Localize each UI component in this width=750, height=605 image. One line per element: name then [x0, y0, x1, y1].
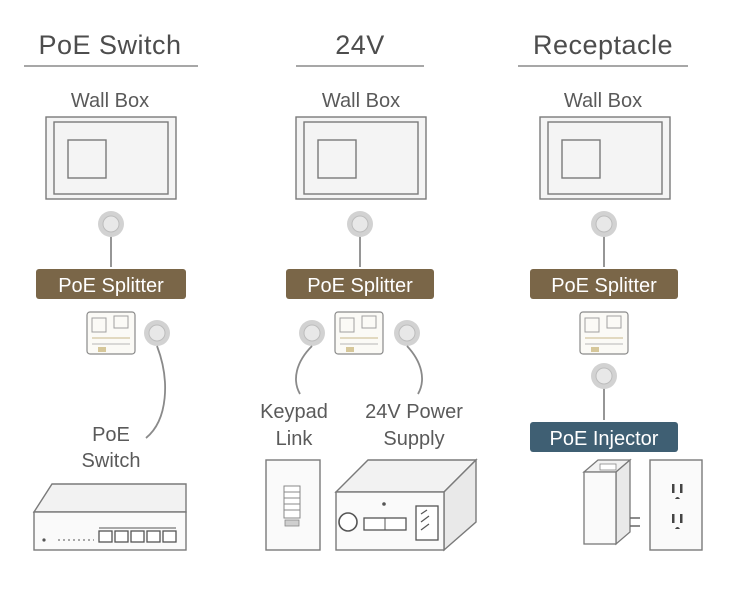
wall-box-icon: [295, 116, 427, 200]
splitter-label: PoE Splitter: [307, 275, 413, 297]
connector-icon: [347, 211, 373, 237]
splitter-label: PoE Splitter: [58, 275, 164, 297]
injector-label: PoE Injector: [550, 428, 659, 450]
power-supply-label-line1: 24V Power: [365, 401, 463, 423]
column-receptacle: Receptacle Wall Box PoE Splitter: [518, 30, 703, 551]
splitter-device-icon: [579, 311, 629, 355]
wall-box-label: Wall Box: [564, 90, 642, 112]
wall-box-label: Wall Box: [71, 90, 149, 112]
cable: [145, 345, 166, 439]
connector-icon: [98, 211, 124, 237]
splitter-label: PoE Splitter: [551, 275, 657, 297]
power-supply-icon: [334, 458, 478, 552]
injector-badge: PoE Injector: [530, 422, 678, 452]
splitter-badge: PoE Splitter: [530, 269, 678, 299]
connector-icon: [144, 320, 170, 346]
wall-box-icon: [45, 116, 177, 200]
injector-device-icon: [582, 458, 640, 546]
connector-icon: [394, 320, 420, 346]
splitter-device-icon: [334, 311, 384, 355]
column-title: Receptacle: [533, 30, 673, 60]
splitter-badge: PoE Splitter: [36, 269, 186, 299]
outlet-icon: [649, 459, 703, 551]
connector-icon: [591, 363, 617, 389]
wall-box-icon: [539, 116, 671, 200]
splitter-badge: PoE Splitter: [286, 269, 434, 299]
connector-icon: [591, 211, 617, 237]
power-source-label-line2: Switch: [82, 450, 141, 472]
cable: [406, 345, 423, 395]
wall-box-label: Wall Box: [322, 90, 400, 112]
network-switch-icon: [32, 483, 187, 551]
power-source-label-line1: PoE: [92, 424, 130, 446]
connector-icon: [299, 320, 325, 346]
column-24v: 24V Wall Box PoE Splitter: [260, 30, 478, 552]
keypad-label-line2: Link: [276, 428, 314, 450]
keypad-icon: [265, 459, 321, 551]
column-poe-switch: PoE Switch Wall Box PoE Splitter: [24, 30, 198, 551]
splitter-device-icon: [86, 311, 136, 355]
column-title: 24V: [335, 30, 385, 60]
keypad-label-line1: Keypad: [260, 401, 328, 423]
cable: [295, 345, 313, 395]
column-title: PoE Switch: [38, 30, 181, 60]
power-supply-label-line2: Supply: [383, 428, 444, 450]
